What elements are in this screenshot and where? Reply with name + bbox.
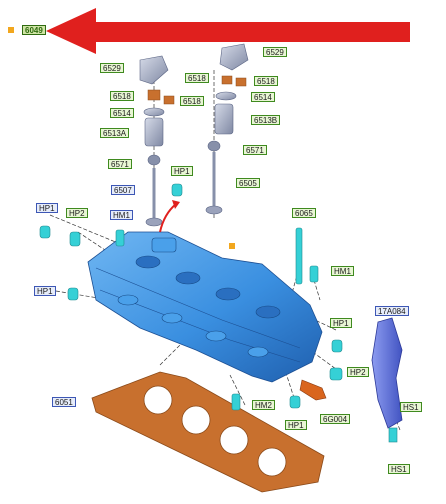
part-label-6514[interactable]: 6514 <box>110 108 134 118</box>
part-label-6514[interactable]: 6514 <box>251 92 275 102</box>
part-label-hp1[interactable]: HP1 <box>36 203 58 213</box>
part-label-hp1[interactable]: HP1 <box>34 286 56 296</box>
part-label-hp2[interactable]: HP2 <box>347 367 369 377</box>
part-label-hm1[interactable]: HM1 <box>110 210 133 220</box>
part-label-6507[interactable]: 6507 <box>111 185 135 195</box>
valve-train <box>139 43 249 233</box>
part-label-6051[interactable]: 6051 <box>52 397 76 407</box>
head-gasket <box>91 371 325 493</box>
part-label-hp2[interactable]: HP2 <box>66 208 88 218</box>
selected-part-ref[interactable]: 6049 <box>22 25 46 35</box>
part-label-6529[interactable]: 6529 <box>263 47 287 57</box>
part-label-6529[interactable]: 6529 <box>100 63 124 73</box>
pointer-arrow-icon <box>46 8 410 54</box>
part-label-6513a[interactable]: 6513A <box>100 128 130 138</box>
part-label-6571[interactable]: 6571 <box>243 145 267 155</box>
part-label-hp1[interactable]: HP1 <box>171 166 193 176</box>
seals-and-fittings <box>39 183 343 411</box>
temperature-sensor <box>299 379 327 401</box>
part-label-6518[interactable]: 6518 <box>110 91 134 101</box>
part-label-hp1[interactable]: HP1 <box>330 318 352 328</box>
part-label-6518[interactable]: 6518 <box>185 73 209 83</box>
part-label-6518[interactable]: 6518 <box>254 76 278 86</box>
part-label-6065[interactable]: 6065 <box>292 208 316 218</box>
part-label-hm1[interactable]: HM1 <box>331 266 354 276</box>
selected-marker-icon <box>8 27 14 33</box>
part-label-hm2[interactable]: HM2 <box>252 400 275 410</box>
part-label-6505[interactable]: 6505 <box>236 178 260 188</box>
part-label-17a084[interactable]: 17A084 <box>375 306 409 316</box>
part-label-6g004[interactable]: 6G004 <box>320 414 351 424</box>
rear-bracket <box>371 317 403 429</box>
note-marker-icon <box>229 243 235 249</box>
part-label-hp1[interactable]: HP1 <box>285 420 307 430</box>
part-label-6513b[interactable]: 6513B <box>251 115 281 125</box>
part-label-hs1[interactable]: HS1 <box>400 402 422 412</box>
part-label-6571[interactable]: 6571 <box>108 159 132 169</box>
part-label-6518[interactable]: 6518 <box>180 96 204 106</box>
part-label-hs1[interactable]: HS1 <box>388 464 410 474</box>
cylinder-head <box>87 231 323 383</box>
bracket-bolt <box>388 427 398 443</box>
